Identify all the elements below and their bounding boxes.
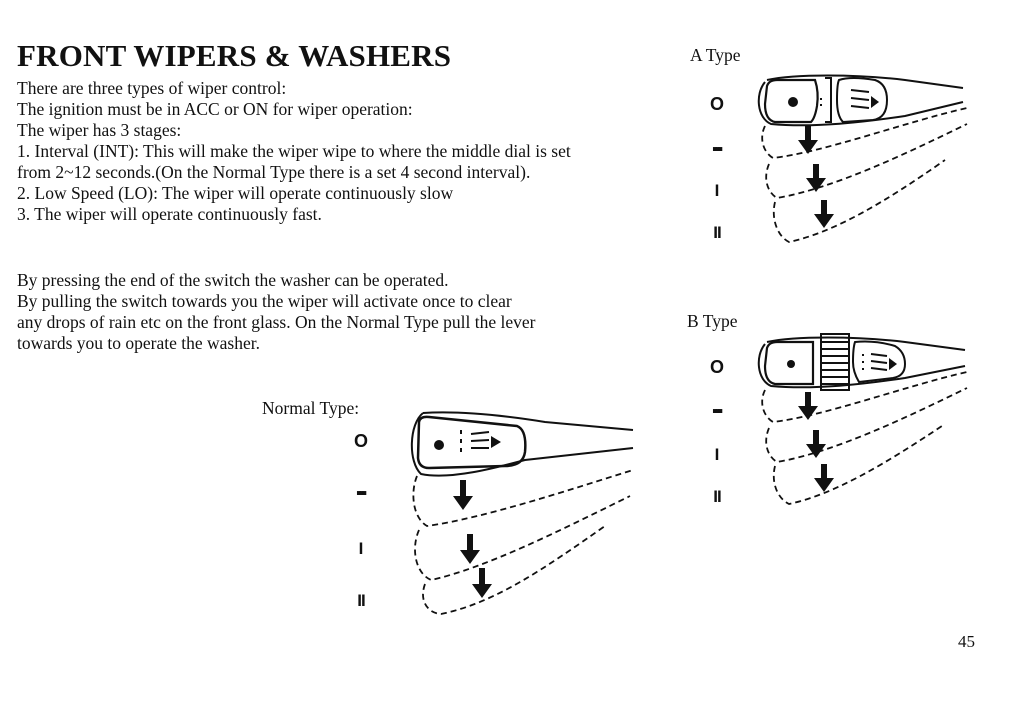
b-type-wiper-lever-diagram	[757, 333, 968, 505]
int-position-symbol: ▪▪▪	[355, 485, 367, 502]
intro-line: 1. Interval (INT): This will make the wi…	[17, 141, 571, 161]
hi-position-symbol: II	[713, 487, 721, 506]
washer-line: towards you to operate the washer.	[17, 333, 260, 353]
hi-position-symbol: II	[357, 591, 365, 610]
intro-paragraph: There are three types of wiper control: …	[17, 78, 571, 225]
washer-line: By pressing the end of the switch the wa…	[17, 270, 449, 290]
intro-line: 3. The wiper will operate continuously f…	[17, 204, 322, 224]
int-position-symbol: ▪▪▪	[711, 141, 723, 158]
hi-position-symbol: II	[713, 223, 721, 242]
intro-line: The wiper has 3 stages:	[17, 120, 182, 140]
int-position-symbol: ▪▪▪	[711, 403, 723, 420]
intro-line: There are three types of wiper control:	[17, 78, 287, 98]
lo-position-symbol: I	[358, 539, 364, 558]
washer-line: any drops of rain etc on the front glass…	[17, 312, 536, 332]
lo-position-symbol: I	[714, 445, 720, 464]
washer-paragraph: By pressing the end of the switch the wa…	[17, 270, 535, 354]
b-type-label: B Type	[687, 311, 738, 331]
page-title: FRONT WIPERS & WASHERS	[17, 38, 452, 73]
off-position-symbol: O	[353, 431, 368, 451]
intro-line: from 2~12 seconds.(On the Normal Type th…	[17, 162, 531, 182]
page-number: 45	[958, 632, 975, 651]
washer-line: By pulling the switch towards you the wi…	[17, 291, 512, 311]
intro-line: 2. Low Speed (LO): The wiper will operat…	[17, 183, 454, 203]
intro-line: The ignition must be in ACC or ON for wi…	[17, 99, 413, 119]
lo-position-symbol: I	[714, 181, 720, 200]
a-type-label: A Type	[690, 45, 741, 65]
normal-type-label: Normal Type:	[262, 398, 360, 418]
off-position-symbol: O	[709, 94, 724, 114]
off-position-symbol: O	[709, 357, 724, 377]
normal-type-wiper-lever-diagram	[410, 411, 634, 615]
a-type-wiper-lever-diagram	[757, 74, 968, 243]
